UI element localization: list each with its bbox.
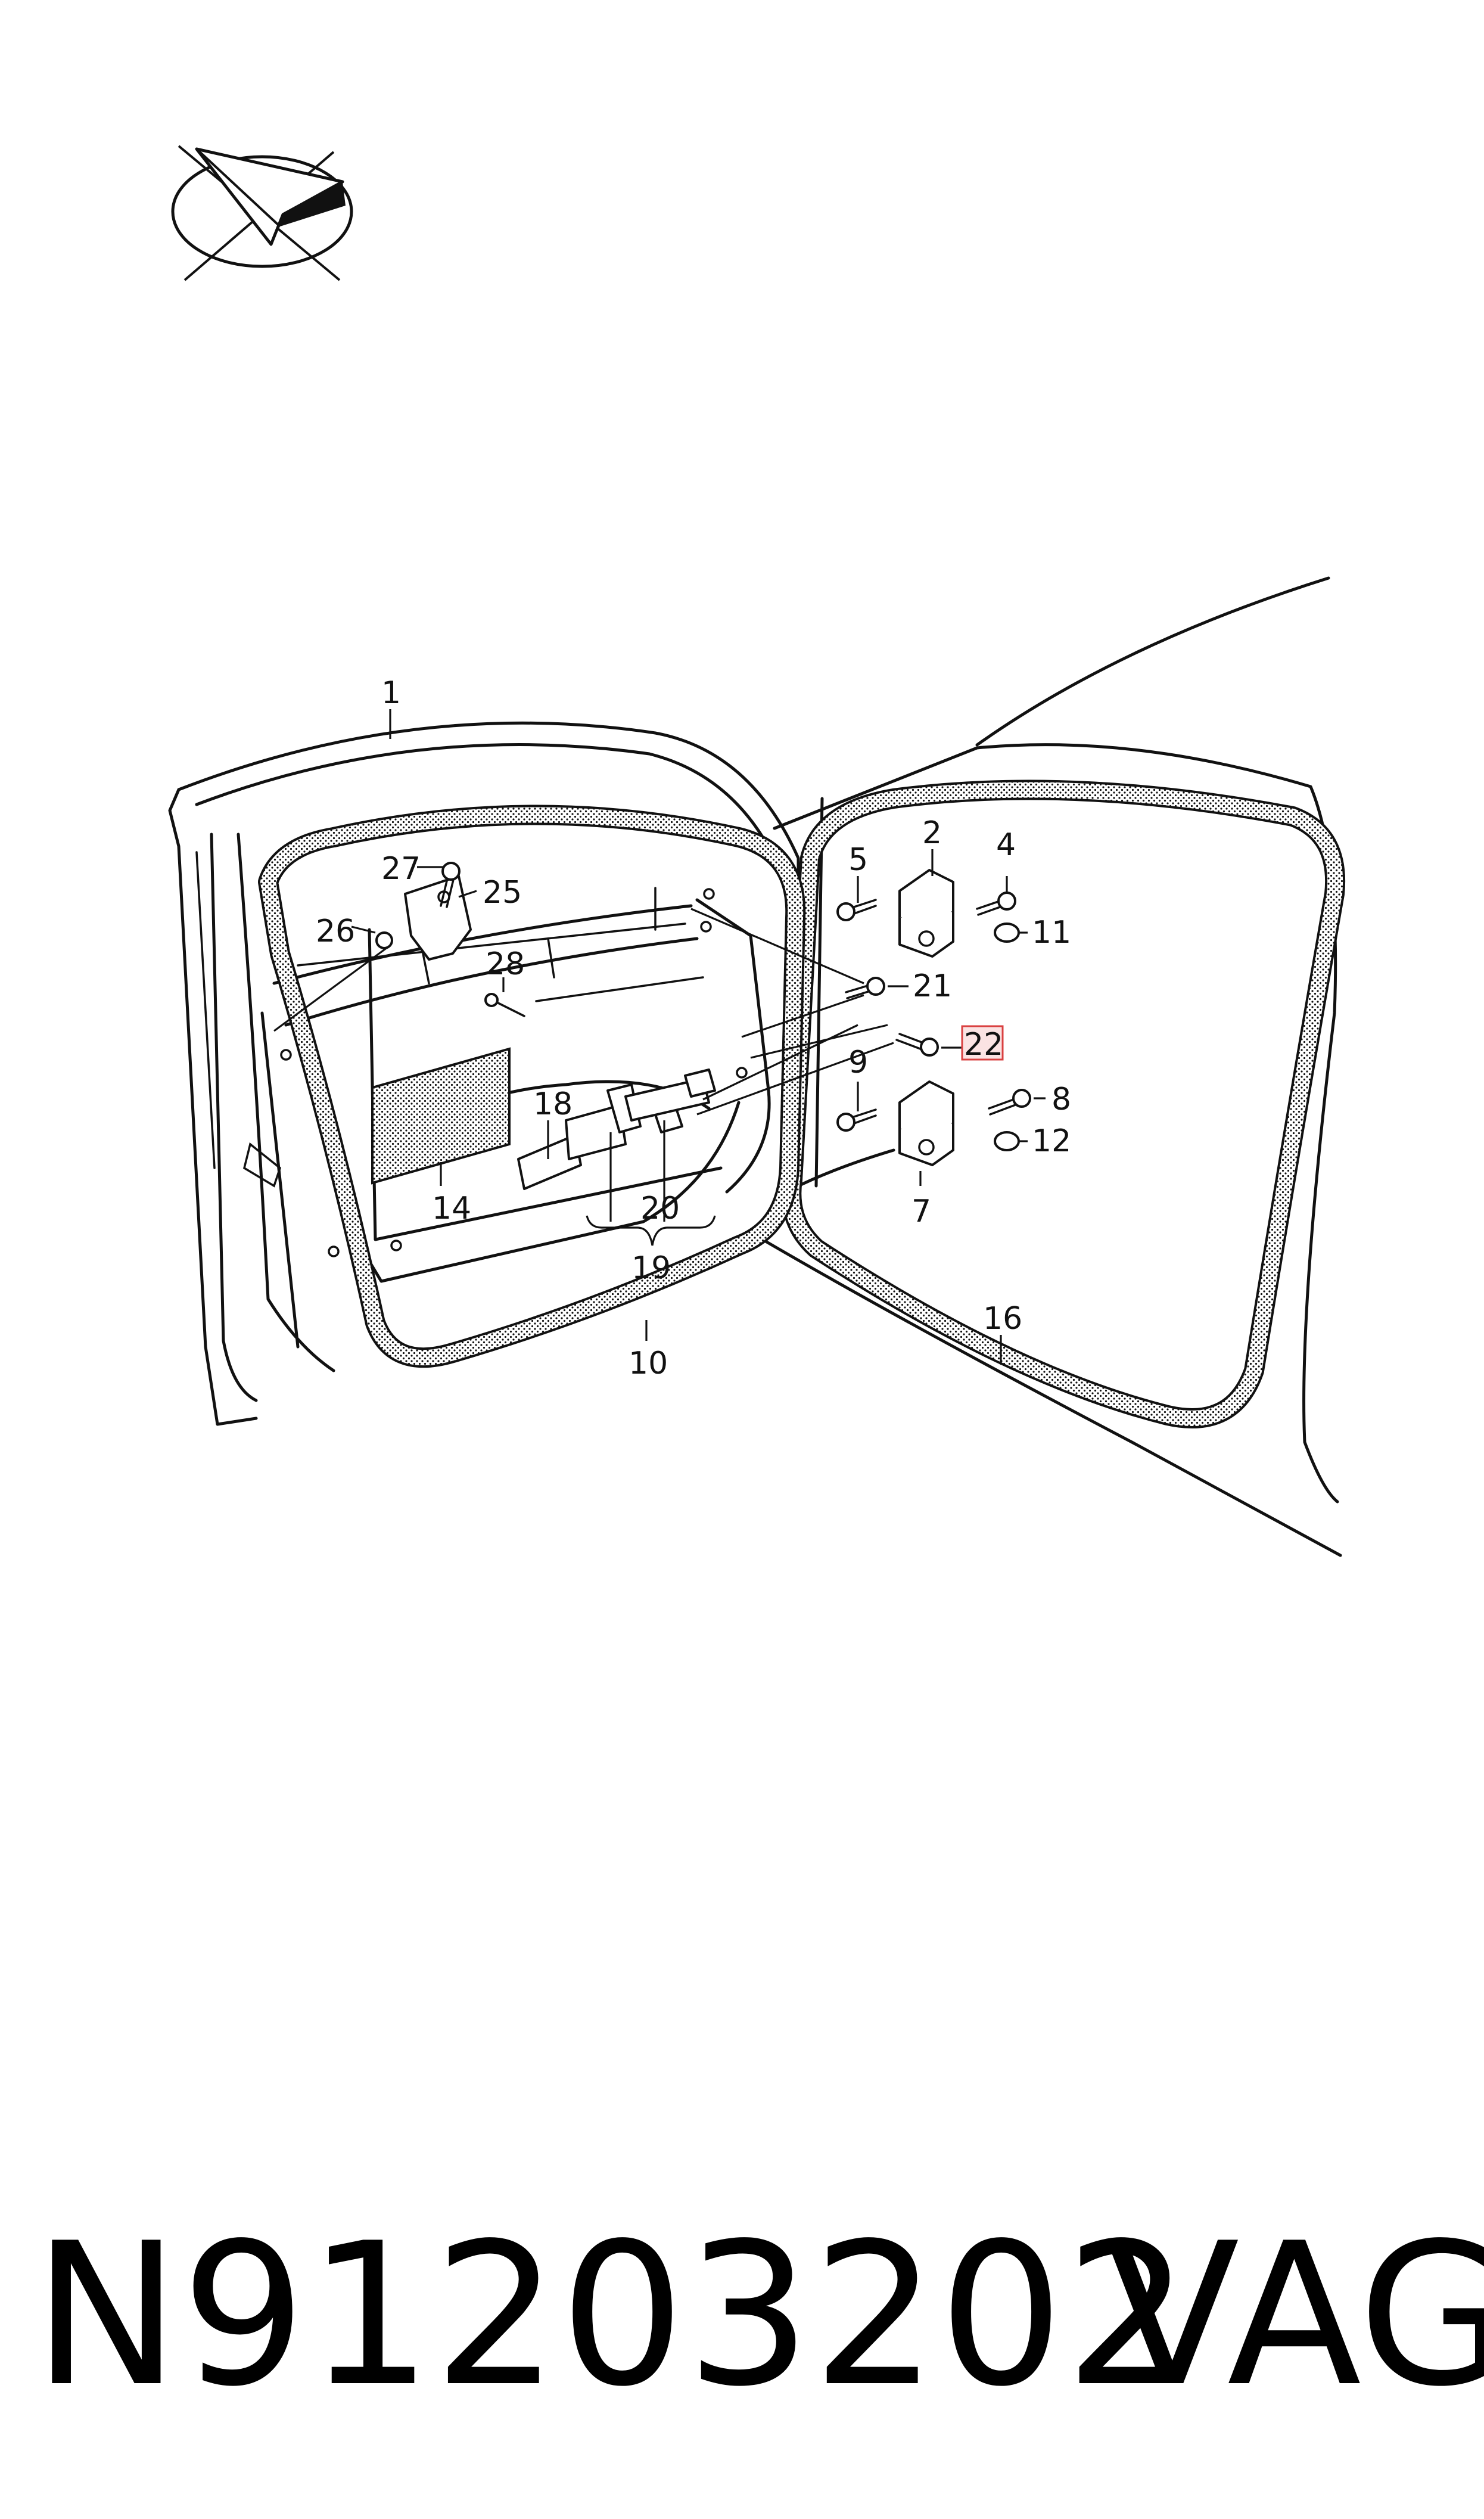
label-16: 16 <box>983 1301 1022 1337</box>
label-4: 4 <box>996 827 1016 863</box>
paper-plane-logo-icon <box>171 145 353 281</box>
label-5: 5 <box>848 842 868 878</box>
label-26: 26 <box>316 914 355 949</box>
label-1: 1 <box>381 675 401 711</box>
body-seal-16 <box>781 779 1346 1428</box>
bolt-21 <box>845 977 885 999</box>
label-14: 14 <box>432 1191 471 1226</box>
label-25: 25 <box>483 875 522 911</box>
lower-hinge-7 <box>898 1080 954 1166</box>
upper-hinge-2 <box>898 869 954 958</box>
label-7: 7 <box>911 1194 931 1229</box>
label-11: 11 <box>1032 915 1071 951</box>
label-27: 27 <box>381 851 421 887</box>
leader-lines <box>273 709 1046 1365</box>
check-strap-25 <box>404 875 472 984</box>
label-9: 9 <box>848 1045 868 1080</box>
bolt-27 <box>440 862 461 908</box>
bolt-8 <box>988 1089 1031 1116</box>
label-2: 2 <box>922 815 942 851</box>
washer-26 <box>375 931 393 949</box>
label-20: 20 <box>640 1191 680 1226</box>
insulation-pad-14 <box>371 1047 511 1185</box>
door-outline-1 <box>168 721 800 1426</box>
nut-11 <box>994 923 1020 943</box>
label-19: 19 <box>631 1250 671 1286</box>
bolt-22 <box>895 1033 939 1057</box>
handle-assembly-19 <box>517 1069 716 1190</box>
label-10: 10 <box>629 1346 668 1381</box>
brand-text: VAG <box>1105 2201 1484 2430</box>
label-12: 12 <box>1032 1123 1071 1159</box>
nut-12 <box>994 1131 1020 1151</box>
car-body-outline <box>761 576 1342 1557</box>
part-code-text: N91203202 <box>33 2201 1191 2430</box>
highlight-box-22 <box>961 1025 1004 1061</box>
label-8: 8 <box>1051 1082 1071 1117</box>
bolt-5 <box>836 899 877 921</box>
label-21: 21 <box>913 968 952 1004</box>
door-seal-10 <box>258 805 806 1368</box>
clip-28 <box>484 993 525 1017</box>
label-22: 22 <box>964 1027 1003 1063</box>
label-28: 28 <box>486 946 525 982</box>
bolt-9 <box>836 1108 877 1132</box>
part-number-labels: 1 2 4 5 11 21 22 9 8 12 7 16 10 19 20 18… <box>316 675 1071 1381</box>
label-18: 18 <box>533 1086 573 1122</box>
bolt-4 <box>976 892 1016 916</box>
